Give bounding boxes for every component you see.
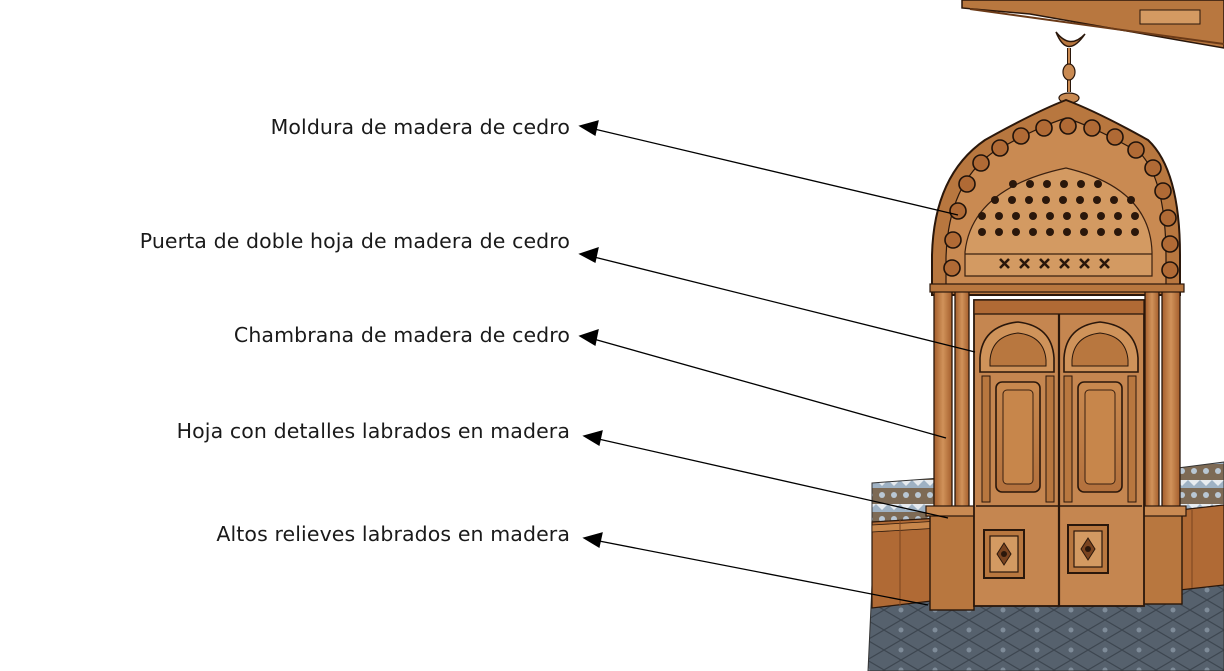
ceiling-beam (961, 0, 1224, 49)
label-moldura: Moldura de madera de cedro (270, 115, 570, 139)
left-wainscot (871, 477, 941, 609)
arch-lattice (978, 180, 1139, 236)
crescent-finial (1055, 31, 1086, 104)
label-chambrana: Chambrana de madera de cedro (233, 323, 570, 347)
column-pedestals (925, 505, 1187, 611)
arch-x-marks (999, 258, 1110, 269)
arch-molding (931, 98, 1181, 296)
label-relieves: Altos relieves labrados en madera (216, 522, 570, 546)
chambrana-columns (929, 283, 1185, 513)
label-puerta: Puerta de doble hoja de madera de cedro (139, 229, 570, 253)
leader-arrows (578, 120, 976, 606)
label-hoja: Hoja con detalles labrados en madera (176, 419, 570, 443)
arch-rosettes (943, 117, 1179, 279)
double-door (973, 299, 1145, 607)
